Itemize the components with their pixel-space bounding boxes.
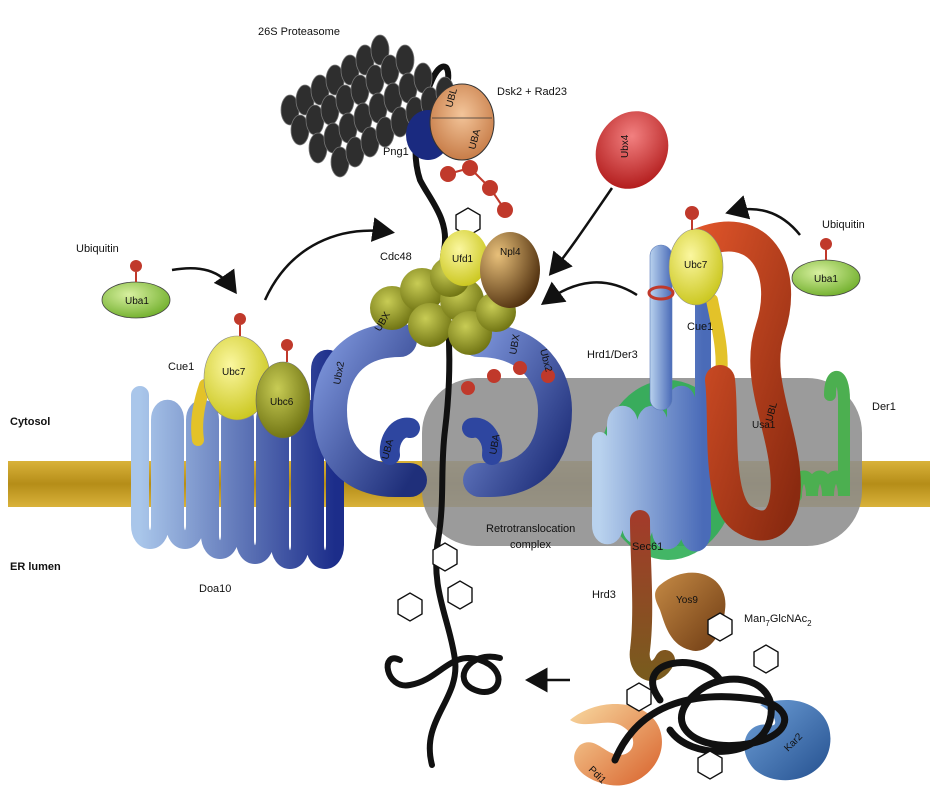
dsk2-rad23 <box>430 84 494 160</box>
ubiquitin-uba1-left <box>130 260 142 272</box>
label-cdc48: Cdc48 <box>380 251 412 263</box>
substrate-unfolded <box>388 657 500 692</box>
ubx4 <box>582 98 683 202</box>
ubiquitin-uba1-right <box>820 238 832 250</box>
label-ubiquitin-left: Ubiquitin <box>76 243 119 255</box>
ubiquitin-ubc6 <box>281 339 293 351</box>
label-uba1-right: Uba1 <box>814 274 838 285</box>
label-der1: Der1 <box>872 401 896 413</box>
label-ufd1: Ufd1 <box>452 254 474 265</box>
label-doa10: Doa10 <box>199 583 231 595</box>
ubiquitin-ubc7-left <box>234 313 246 325</box>
ubiquitin-ubc7-right <box>685 206 699 220</box>
label-ubc7-right: Ubc7 <box>684 260 708 271</box>
label-ubx4: Ubx4 <box>620 134 631 158</box>
label-cue1-left: Cue1 <box>168 361 194 373</box>
npl4 <box>480 232 540 308</box>
label-complex: complex <box>510 539 551 551</box>
label-ubc7-left: Ubc7 <box>222 367 246 378</box>
label-ubc6: Ubc6 <box>270 397 294 408</box>
ubiquitin-chain-proteasome <box>441 161 512 217</box>
label-proteasome: 26S Proteasome <box>258 26 340 38</box>
label-hrd1: Hrd1/Der3 <box>587 349 638 361</box>
label-png1: Png1 <box>383 146 409 158</box>
label-er-lumen: ER lumen <box>10 561 61 573</box>
yos9 <box>655 573 725 651</box>
label-sec61: Sec61 <box>632 541 663 553</box>
label-man: Man7GlcNAc2 <box>744 613 812 628</box>
label-hrd3: Hrd3 <box>592 589 616 601</box>
label-cue1-right: Cue1 <box>687 321 713 333</box>
label-uba1-left: Uba1 <box>125 296 149 307</box>
label-dsk2: Dsk2 + Rad23 <box>497 86 567 98</box>
label-yos9: Yos9 <box>676 595 698 606</box>
label-ubiquitin-right: Ubiquitin <box>822 219 865 231</box>
label-npl4: Npl4 <box>500 247 521 258</box>
label-usa1: Usa1 <box>752 420 776 431</box>
label-retro: Retrotranslocation <box>486 523 575 535</box>
label-cytosol: Cytosol <box>10 416 50 428</box>
